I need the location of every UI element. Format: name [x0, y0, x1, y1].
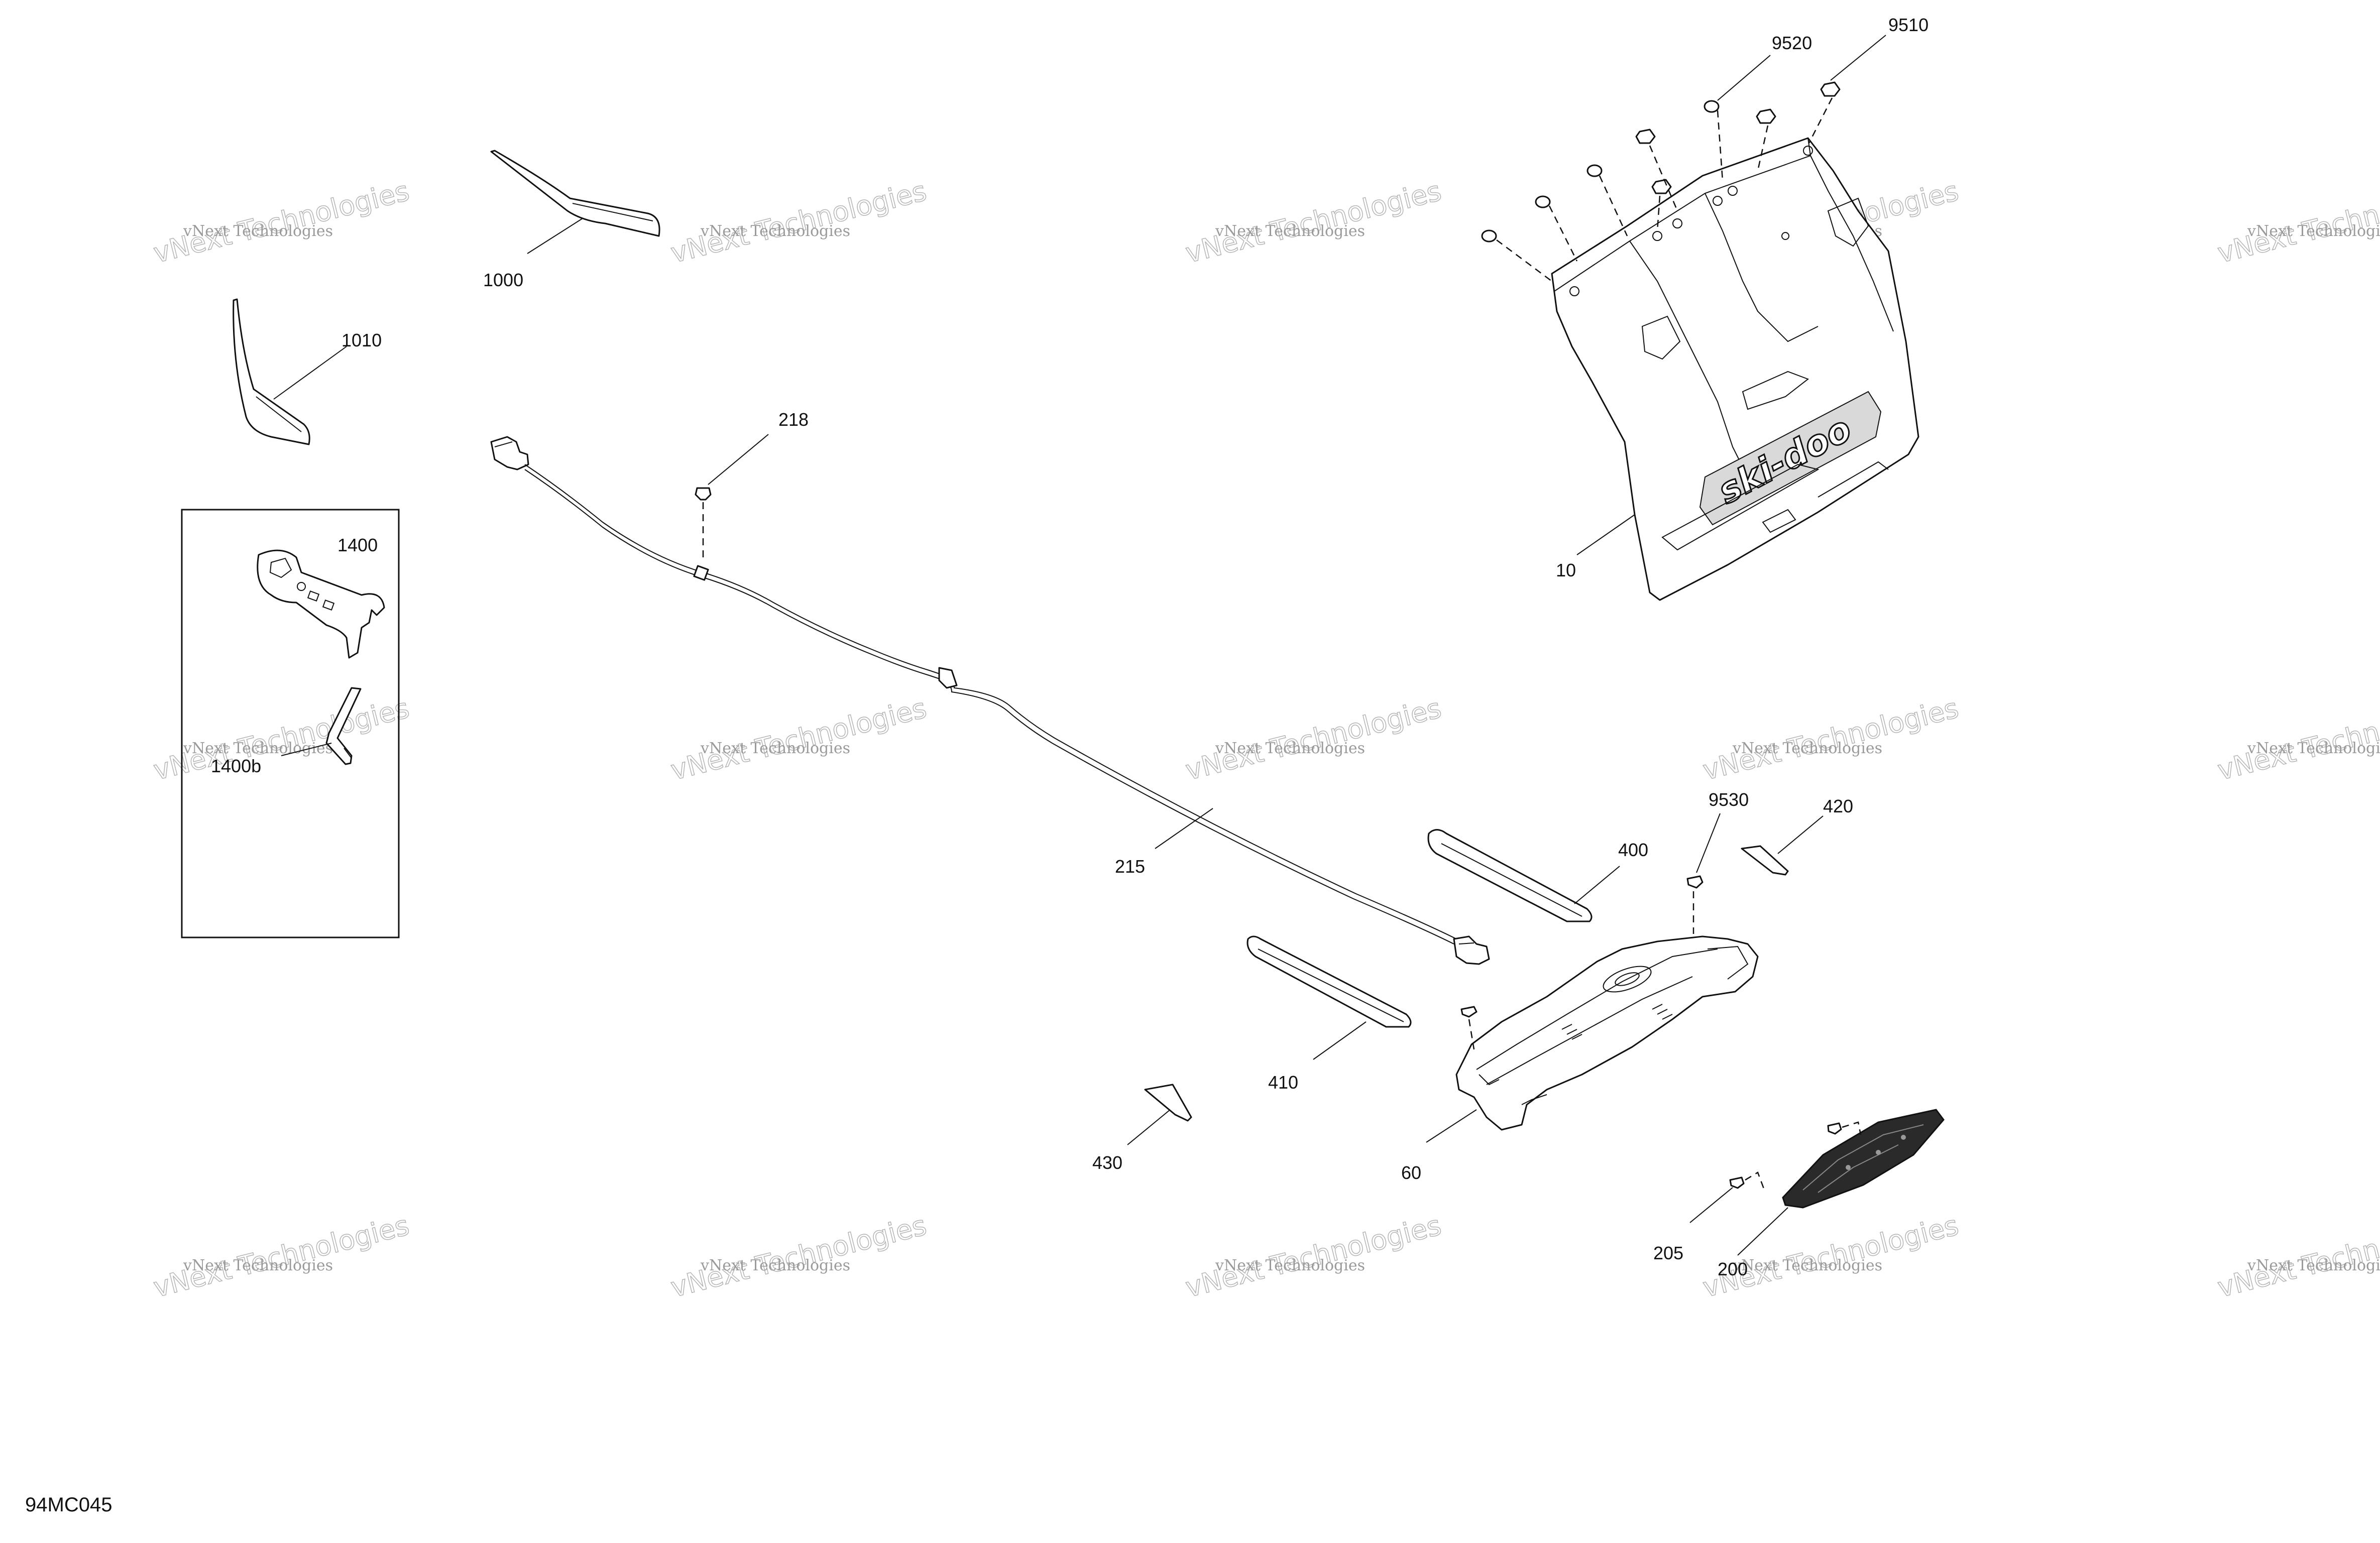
part-200-lens[interactable]: [1782, 1109, 1945, 1209]
label-215[interactable]: 215: [1115, 856, 1145, 877]
label-9510[interactable]: 9510: [1888, 15, 1929, 35]
label-1400[interactable]: 1400: [337, 535, 378, 555]
part-1400-wrench[interactable]: [257, 549, 385, 659]
part-60-light-housing[interactable]: [1455, 935, 1759, 1131]
part-1000-decal[interactable]: [490, 150, 660, 237]
leader-9530: [1696, 813, 1721, 873]
part-420-decal[interactable]: [1741, 845, 1789, 876]
part-218-clip[interactable]: [695, 487, 712, 501]
leader-205: [1689, 1187, 1733, 1223]
watermark-text: vNext Technologies: [1215, 222, 1365, 240]
leader-60: [1426, 1109, 1477, 1143]
watermark-text: vNext Technologies: [2247, 1257, 2380, 1274]
part-430-decal[interactable]: [1144, 1084, 1192, 1122]
leader-1400b: [281, 743, 332, 756]
leader-1010: [273, 346, 347, 400]
watermark-text: vNext Technologies: [700, 222, 850, 240]
watermark-text: vNext Technologies: [2247, 740, 2380, 757]
fasteners-9510-9520[interactable]: [1481, 81, 1841, 243]
leader-200: [1737, 1207, 1788, 1256]
label-10[interactable]: 10: [1556, 560, 1576, 580]
label-1000[interactable]: 1000: [483, 270, 523, 290]
leader-1000: [527, 218, 583, 254]
watermark-text: vNext Technologies: [1215, 740, 1365, 757]
part-1010-decal[interactable]: [233, 298, 310, 445]
watermark-text: vNext Technologies: [183, 740, 333, 757]
screws-205[interactable]: [1729, 1122, 1842, 1189]
label-200[interactable]: 200: [1718, 1259, 1748, 1279]
leader-410: [1313, 1021, 1367, 1060]
leader-9510: [1830, 35, 1886, 81]
leader-215: [1155, 808, 1213, 849]
part-9530-screw[interactable]: [1686, 875, 1704, 889]
watermark-text: vNext Technologies: [1215, 1257, 1365, 1274]
watermark-text: vNext Technologies: [1732, 740, 1882, 757]
part-400-decal[interactable]: [1427, 829, 1593, 922]
watermark-text: vNext Technologies: [183, 222, 333, 240]
label-410[interactable]: 410: [1268, 1072, 1298, 1093]
fastener-dash-lines: [1496, 97, 1833, 282]
leader-420: [1777, 815, 1824, 854]
part-10-front-panel[interactable]: ski-doo: [1551, 137, 1919, 601]
label-400[interactable]: 400: [1618, 840, 1648, 860]
watermark-text: vNext Technologies: [183, 1257, 333, 1274]
leader-400: [1574, 866, 1620, 904]
diagram-code: 94MC045: [25, 1494, 112, 1516]
part-215-cable-harness[interactable]: [490, 436, 1490, 965]
tool-kit-box: [181, 509, 400, 938]
label-430[interactable]: 430: [1092, 1152, 1122, 1173]
dash-205-a: [1745, 1171, 1766, 1193]
label-218[interactable]: 218: [778, 409, 809, 430]
label-9530[interactable]: 9530: [1709, 789, 1749, 810]
leader-9520: [1717, 55, 1771, 101]
leader-218: [708, 434, 769, 485]
watermark-text: vNext Technologies: [700, 1257, 850, 1274]
label-1010[interactable]: 1010: [342, 330, 382, 350]
dash-screw-60: [1468, 1019, 1475, 1050]
screw-60[interactable]: [1460, 1006, 1478, 1018]
label-205[interactable]: 205: [1653, 1243, 1683, 1263]
watermark-text: vNext Technologies: [700, 740, 850, 757]
leader-430: [1127, 1109, 1171, 1145]
dash-205-b: [1842, 1121, 1862, 1135]
label-420[interactable]: 420: [1823, 796, 1853, 816]
watermark-text: vNext Technologies: [2247, 222, 2380, 240]
label-60[interactable]: 60: [1401, 1162, 1421, 1183]
part-1400b-hex-key[interactable]: [325, 687, 362, 765]
watermark-grid: vNext Technologies vNext Technologies vN…: [150, 175, 2380, 1304]
leader-10: [1576, 514, 1635, 555]
part-410-decal[interactable]: [1246, 935, 1412, 1028]
watermark-text: vNext Technologies: [1732, 1257, 1882, 1274]
label-9520[interactable]: 9520: [1772, 33, 1812, 53]
label-1400b[interactable]: 1400b: [211, 756, 261, 776]
